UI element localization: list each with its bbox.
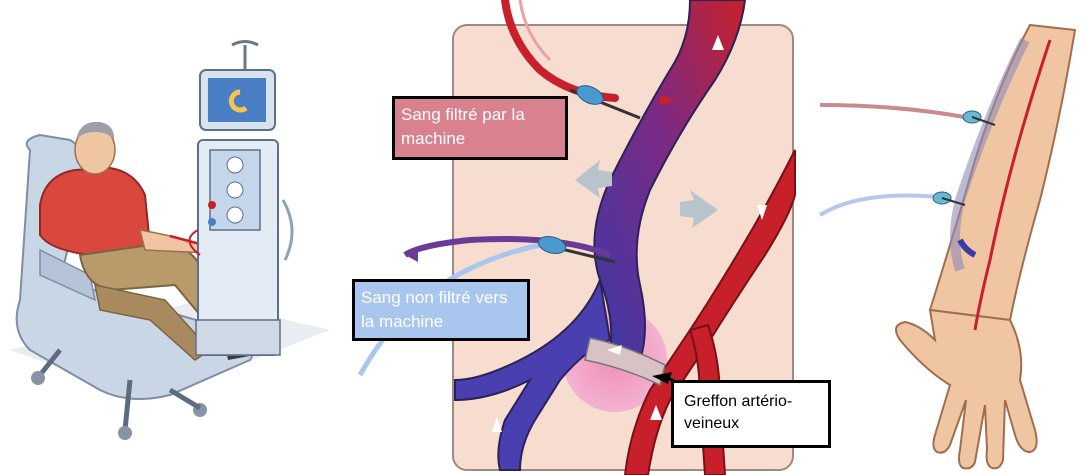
arm-illustration <box>820 25 1075 468</box>
unfiltered-blood-label: Sang non filtré vers la machine <box>352 279 530 341</box>
patient-scene <box>10 42 330 441</box>
filtered-blood-label: Sang filtré par la machine <box>392 96 568 160</box>
hand <box>896 310 1037 468</box>
dialysis-machine-illustration <box>189 42 292 356</box>
graft-label: Greffon artério-veineux <box>671 380 831 448</box>
forearm <box>930 25 1075 320</box>
